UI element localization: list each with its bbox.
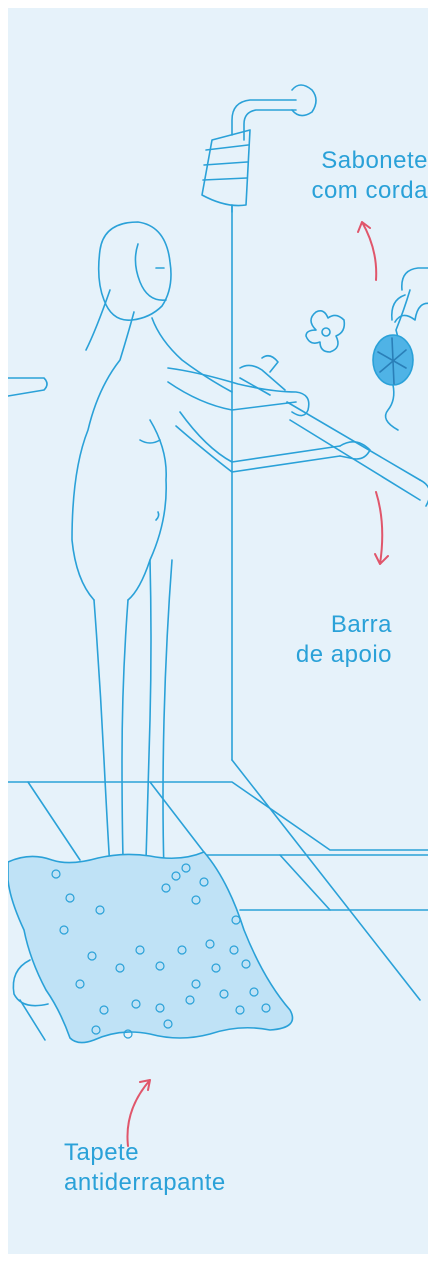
label-bar-line1: Barra: [330, 611, 392, 638]
label-mat-line1: Tapete: [64, 1139, 140, 1166]
soap-on-rope: [372, 267, 428, 431]
grab-bar: [239, 354, 428, 507]
illustration-panel: Sabonete com corda Barra de apoio Tapete…: [8, 8, 428, 1254]
floor-line: [8, 781, 428, 851]
arrow-soap: [357, 221, 378, 281]
label-soap-line1: Sabonete: [321, 147, 428, 174]
arrow-bar: [374, 491, 389, 565]
arrow-mat: [126, 1079, 151, 1147]
label-mat-line2: antiderrapante: [64, 1169, 226, 1196]
label-soap-on-rope: Sabonete com corda: [270, 146, 428, 206]
floor-line: [27, 781, 81, 861]
shower-illustration: [8, 84, 428, 1147]
label-grab-bar: Barra de apoio: [260, 610, 392, 670]
label-bar-line2: de apoio: [295, 641, 392, 668]
floor-line: [231, 759, 421, 1001]
floor-line: [279, 854, 331, 911]
anti-slip-mat: [8, 851, 294, 1044]
shower-head: [201, 84, 317, 213]
floor-line: [19, 999, 46, 1041]
floor-line: [149, 781, 211, 861]
woman-figure: [71, 221, 371, 928]
arrows: [126, 221, 389, 1147]
wall-shelf: [8, 377, 48, 397]
label-anti-slip-mat: Tapete antiderrapante: [64, 1138, 304, 1198]
label-soap-line2: com corda: [311, 177, 428, 204]
bath-sponge: [305, 310, 346, 353]
